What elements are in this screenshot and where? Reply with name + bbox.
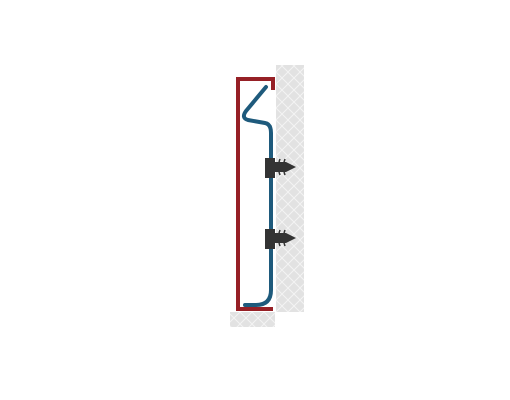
floor-section (230, 312, 275, 327)
fastener-screw-upper (265, 158, 296, 178)
wall-section (276, 65, 304, 312)
outer-profile (236, 77, 275, 311)
inner-clip (241, 85, 273, 307)
fastener-screw-lower (265, 229, 296, 249)
